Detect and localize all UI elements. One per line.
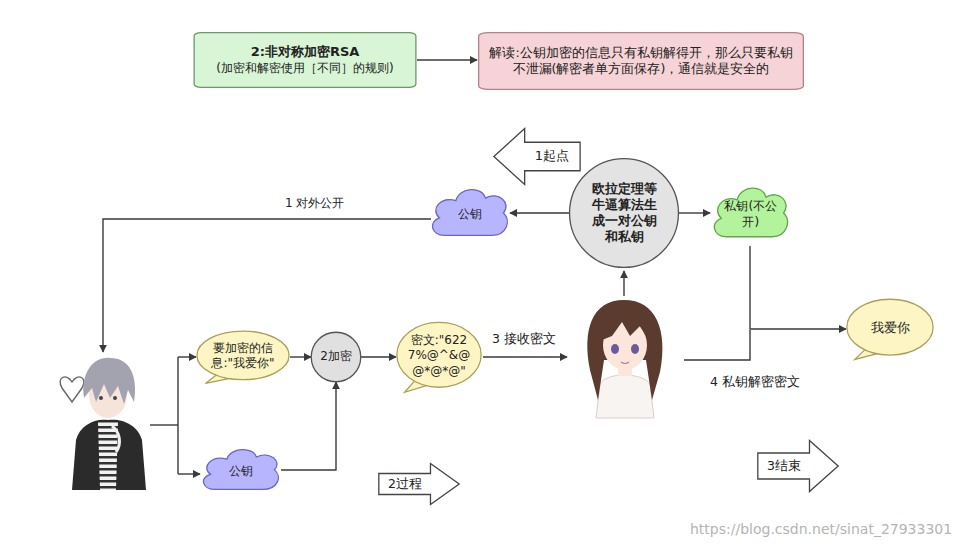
publish-line [103,219,431,352]
text-area: 3结束 [759,453,810,479]
text-area: 2加密 [314,337,358,377]
text-group: 私钥(不公开) [721,199,780,230]
step-arrow: 1起点 [493,128,581,185]
connector-arrow [510,212,569,213]
step-label: 1 对外公开 [283,196,346,212]
text-group: 2:非对称加密RSA(加密和解密使用［不同］的规则) [201,44,409,76]
node-text: 公钥 [212,464,269,480]
connector-arrow [417,59,477,60]
key-cloud: 公钥 [199,443,281,497]
node-text: 3结束 [759,458,810,474]
text-area: 2:非对称加密RSA(加密和解密使用［不同］的规则) [201,36,409,84]
title-box: 2:非对称加密RSA(加密和解密使用［不同］的规则) [193,32,417,88]
node-text: 公钥 [441,207,498,223]
message-bubble: 密文:"6227%@^&@@*@*@" [396,321,482,393]
text-area: 解读:公钥加密的信息只有私钥解得开，那么只要私钥不泄漏(解密者单方面保存)，通信… [485,36,797,86]
sender-split [177,357,178,474]
text-group: 解读:公钥加密的信息只有私钥解得开，那么只要私钥不泄漏(解密者单方面保存)，通信… [485,45,797,78]
text-area: 1起点 [525,142,580,171]
text-area: 密文:"6227%@^&@@*@*@" [407,330,471,383]
note-box: 解读:公钥加密的信息只有私钥解得开，那么只要私钥不泄漏(解密者单方面保存)，通信… [477,32,805,90]
title-box-outline [193,32,417,88]
text-group: 2过程 [380,476,431,492]
process-circle: 2加密 [311,332,361,382]
text-group: 我爱你 [857,320,924,336]
boy-illustration [60,358,146,490]
step-arrow: 3结束 [757,440,839,492]
node-text: 私钥(不公开) [721,199,780,230]
step-label: 4 私钥解密密文 [708,374,802,390]
sender-line [150,424,178,425]
text-area: 私钥(不公开) [721,196,780,234]
receive-line [483,356,567,357]
text-group: 1起点 [525,148,580,165]
text-area: 我爱你 [857,307,924,350]
text-group: 公钥 [441,207,498,223]
text-group: 公钥 [212,464,269,480]
key-cloud: 私钥(不公开) [710,180,790,246]
sender-to-message [178,356,196,357]
key-cloud: 公钥 [428,182,510,244]
text-area: 欧拉定理等牛逼算法生成一对公钥和私钥 [586,173,663,252]
connector-arrow [361,356,396,357]
node-text: 1起点 [525,148,580,165]
node-text: 欧拉定理等牛逼算法生成一对公钥和私钥 [586,181,663,246]
decrypt-line [684,330,750,360]
girl-illustration [587,300,662,418]
connector-arrow [679,212,710,213]
node-text: (加密和解密使用［不同］的规则) [201,61,409,77]
watermark: https://blog.csdn.net/sinat_27933301 [688,520,954,538]
node-text: 解读:公钥加密的信息只有私钥解得开，那么只要私钥不泄漏(解密者单方面保存)，通信… [485,45,797,78]
node-text: 要加密的信息:"我爱你" [207,341,278,372]
text-area: 要加密的信息:"我爱你" [207,336,278,376]
node-text: 2过程 [380,476,431,492]
connector-arrow [281,382,336,470]
process-circle: 欧拉定理等牛逼算法生成一对公钥和私钥 [569,158,679,268]
text-group: 密文:"6227%@^&@@*@*@" [407,333,471,380]
node-text: 我爱你 [857,320,924,336]
generate-line [623,271,624,296]
sender-to-key [178,473,200,474]
text-group: 要加密的信息:"我爱你" [207,341,278,372]
node-text: 2:非对称加密RSA [201,44,409,61]
node-text: 2加密 [314,349,358,365]
text-area: 2过程 [380,474,431,495]
message-bubble: 要加密的信息:"我爱你" [196,330,290,384]
step-label: 3 接收密文 [490,331,558,347]
text-group: 3结束 [759,458,810,474]
text-group: 欧拉定理等牛逼算法生成一对公钥和私钥 [586,181,663,246]
connector-arrow [750,246,846,329]
text-group: 2加密 [314,349,358,365]
message-bubble: 我爱你 [846,298,934,360]
step-arrow: 2过程 [378,463,460,505]
connector-arrow [290,356,311,357]
node-text: 密文:"6227%@^&@@*@*@" [407,333,471,380]
text-area: 公钥 [441,197,498,233]
text-area: 公钥 [212,456,269,487]
